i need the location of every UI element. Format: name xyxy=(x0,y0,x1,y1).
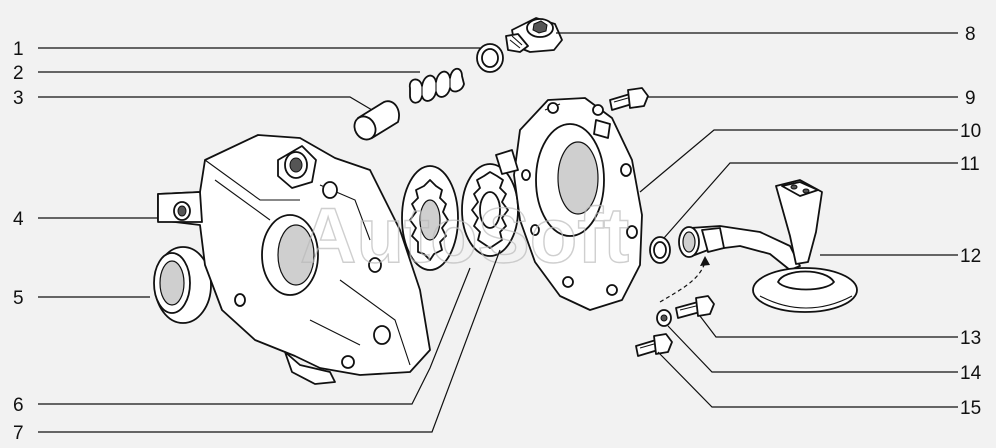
part-1-seal-ring xyxy=(476,43,504,73)
leader-10 xyxy=(639,129,958,193)
part-15-bolt xyxy=(635,333,673,357)
callout-12: 12 xyxy=(960,246,981,267)
leader-11 xyxy=(663,162,958,239)
watermark-text: AutoSoft xyxy=(300,191,629,279)
callout-11: 11 xyxy=(960,154,980,175)
callout-8: 8 xyxy=(965,24,976,45)
part-12-pickup-tube xyxy=(678,179,858,313)
callout-4: 4 xyxy=(13,209,24,230)
callout-9: 9 xyxy=(965,88,976,109)
part-4-pump-body xyxy=(157,134,431,385)
part-10-cover-plate xyxy=(495,97,643,311)
part-11-o-ring xyxy=(649,236,671,264)
callout-15: 15 xyxy=(960,398,981,419)
part-2-spring xyxy=(408,67,465,104)
callout-1: 1 xyxy=(13,39,24,60)
part-5-oil-seal xyxy=(153,246,212,324)
callout-3: 3 xyxy=(13,88,24,109)
part-13-bolt xyxy=(675,295,715,319)
leader-14 xyxy=(667,325,958,373)
leader-15 xyxy=(657,351,958,408)
part-8-plug xyxy=(505,17,563,53)
part-7-inner-rotor xyxy=(461,163,519,257)
callout-5: 5 xyxy=(13,288,24,309)
callout-7: 7 xyxy=(13,423,24,444)
callout-2: 2 xyxy=(13,63,24,84)
callout-13: 13 xyxy=(960,328,981,349)
part-6-outer-rotor xyxy=(401,165,459,271)
part-3-piston xyxy=(353,100,400,141)
leader-3 xyxy=(38,96,373,111)
part-9-bolt xyxy=(609,87,649,111)
assembly-arrow xyxy=(659,256,710,303)
callout-10: 10 xyxy=(960,121,981,142)
callout-labels: 1 2 3 4 5 6 7 8 9 10 11 12 13 14 15 xyxy=(13,24,982,444)
leader-lines xyxy=(38,32,958,433)
callout-14: 14 xyxy=(960,363,982,384)
leader-7 xyxy=(38,249,501,433)
part-14-washer xyxy=(656,309,672,327)
callout-6: 6 xyxy=(13,395,24,416)
leader-13 xyxy=(699,315,958,338)
leader-6 xyxy=(38,267,471,405)
